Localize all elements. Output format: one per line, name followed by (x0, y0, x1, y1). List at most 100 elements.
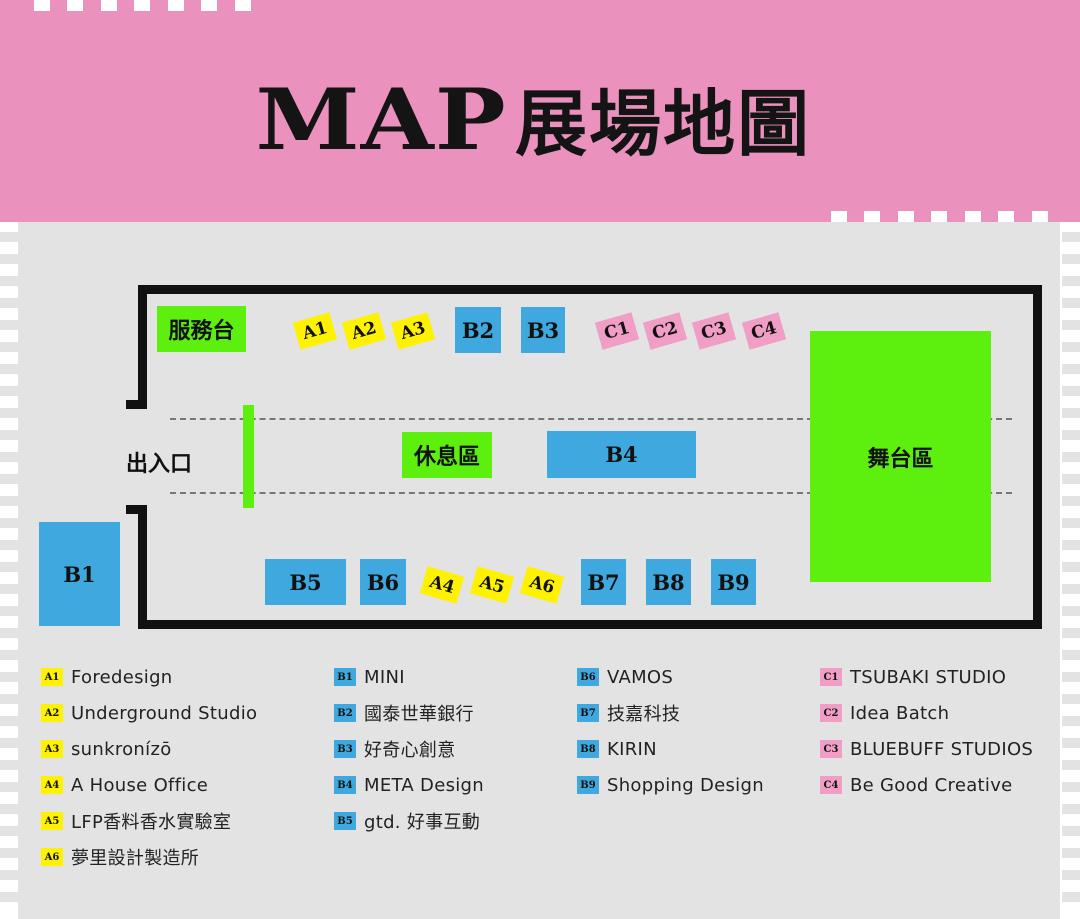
lounge-area[interactable]: 休息區 (402, 432, 492, 478)
entrance-gate (243, 405, 254, 508)
booth-b5[interactable]: B5 (265, 559, 346, 605)
board-edge-tile (0, 408, 18, 418)
board-edge-tile (1062, 628, 1080, 638)
legend-item-b7: B7 技嘉科技 (577, 701, 680, 725)
legend-item-b3: B3 好奇心創意 (334, 737, 456, 761)
board-edge-tile (1062, 848, 1080, 858)
board-edge-tile (1062, 474, 1080, 484)
legend-badge: A2 (41, 704, 63, 722)
board-edge-tile (0, 672, 18, 682)
wall-left-upper (138, 285, 147, 409)
board-edge-tile (0, 826, 18, 836)
board-edge-tile (1062, 408, 1080, 418)
board-edge-tile (1062, 650, 1080, 660)
board-edge-tile (0, 386, 18, 396)
board-edge-tile (0, 518, 18, 528)
board-edge-tile (1062, 430, 1080, 440)
board-edge-tile (0, 474, 18, 484)
legend-name: A House Office (71, 774, 209, 796)
board-edge-tile (1062, 606, 1080, 616)
legend-name: MINI (364, 666, 405, 688)
booth-b8[interactable]: B8 (646, 559, 691, 605)
legend-item-a4: A4 A House Office (41, 773, 208, 797)
board-edge-tile (0, 276, 18, 286)
legend-badge: A4 (41, 776, 63, 794)
board-edge-tile (0, 848, 18, 858)
header-notch (831, 211, 847, 222)
board-edge-tile (1062, 254, 1080, 264)
board-edge-tile (1062, 892, 1080, 902)
wall-right (1033, 285, 1042, 629)
legend-name: META Design (364, 774, 484, 796)
board-edge-tile (1062, 298, 1080, 308)
legend-item-c3: C3 BLUEBUFF STUDIOS (820, 737, 1033, 761)
booth-b6[interactable]: B6 (360, 559, 406, 605)
legend-item-b2: B2 國泰世華銀行 (334, 701, 474, 725)
booth-b1[interactable]: B1 (39, 522, 120, 626)
legend-item-b4: B4 META Design (334, 773, 484, 797)
legend-badge: A1 (41, 668, 63, 686)
legend-badge: C4 (820, 776, 842, 794)
legend-name: VAMOS (607, 666, 674, 688)
legend-name: sunkronízō (71, 738, 172, 760)
booth-b9[interactable]: B9 (711, 559, 756, 605)
legend-item-c1: C1 TSUBAKI STUDIO (820, 665, 1006, 689)
board-edge-tile (0, 298, 18, 308)
legend-item-a1: A1 Foredesign (41, 665, 173, 689)
legend-item-b8: B8 KIRIN (577, 737, 657, 761)
legend-badge: B3 (334, 740, 356, 758)
legend-item-a5: A5 LFP香料香水實驗室 (41, 809, 231, 833)
legend-name: Be Good Creative (850, 774, 1013, 796)
booth-b4[interactable]: B4 (547, 431, 696, 478)
board-edge-tile (0, 342, 18, 352)
board-edge-tile (1062, 716, 1080, 726)
legend-item-a6: A6 夢里設計製造所 (41, 845, 199, 869)
board-edge-tile (1062, 364, 1080, 374)
title-en: MAP (255, 70, 507, 169)
board-edge-tile (1062, 870, 1080, 880)
legend-badge: C1 (820, 668, 842, 686)
board-edge-tile (1062, 760, 1080, 770)
header-notch (168, 0, 184, 11)
board-edge-tile (0, 738, 18, 748)
header-notch (67, 0, 83, 11)
board-edge-tile (1062, 584, 1080, 594)
legend-name: 技嘉科技 (607, 704, 681, 725)
legend-item-b6: B6 VAMOS (577, 665, 673, 689)
board-edge-tile (0, 562, 18, 572)
legend-name: Idea Batch (850, 702, 950, 724)
aisle-line-bottom (170, 492, 1012, 494)
board-edge-tile (0, 452, 18, 462)
legend-name: 國泰世華銀行 (364, 704, 474, 725)
legend-badge: B6 (577, 668, 599, 686)
booth-b7[interactable]: B7 (581, 559, 626, 605)
board-edge-tile (0, 650, 18, 660)
legend-badge: B2 (334, 704, 356, 722)
legend-badge: B4 (334, 776, 356, 794)
legend-badge: B8 (577, 740, 599, 758)
legend-badge: C3 (820, 740, 842, 758)
legend-badge: B5 (334, 812, 356, 830)
board-edge-tile (0, 540, 18, 550)
board-edge-tile (1062, 276, 1080, 286)
board-edge-tile (0, 782, 18, 792)
legend-name: KIRIN (607, 738, 657, 760)
service-desk[interactable]: 服務台 (157, 306, 246, 352)
stage-area[interactable]: 舞台區 (810, 331, 991, 582)
legend-name: BLUEBUFF STUDIOS (850, 738, 1034, 760)
board-edge-tile (0, 584, 18, 594)
legend-name: TSUBAKI STUDIO (850, 666, 1007, 688)
booth-b2[interactable]: B2 (455, 307, 501, 353)
board-edge-tile (1062, 452, 1080, 462)
legend-name: LFP香料香水實驗室 (71, 812, 232, 833)
board-edge-tile (1062, 342, 1080, 352)
booth-b3[interactable]: B3 (521, 307, 565, 353)
header-notch (201, 0, 217, 11)
legend-badge: B1 (334, 668, 356, 686)
board-edge-tile (0, 364, 18, 374)
legend-name: 好奇心創意 (364, 740, 456, 761)
header-notch (34, 0, 50, 11)
header-notch (998, 211, 1014, 222)
legend-badge: A5 (41, 812, 63, 830)
